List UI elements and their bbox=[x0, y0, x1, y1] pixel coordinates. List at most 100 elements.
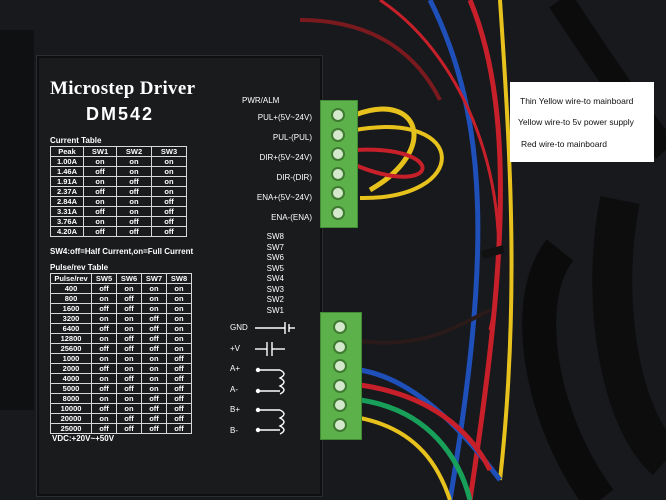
terminal-screw[interactable] bbox=[333, 320, 347, 334]
table-cell: on bbox=[91, 413, 117, 424]
table-cell: off bbox=[83, 166, 117, 177]
table-cell: on bbox=[116, 323, 142, 334]
table-cell: 4000 bbox=[50, 373, 92, 384]
table-cell: off bbox=[141, 423, 167, 434]
table-cell: off bbox=[116, 423, 142, 434]
table-cell: off bbox=[116, 303, 142, 314]
table-cell: off bbox=[141, 313, 167, 324]
table-cell: 400 bbox=[50, 283, 92, 294]
table-cell: on bbox=[116, 283, 142, 294]
annotation-line-2: Yellow wire-to 5v power supply bbox=[518, 117, 634, 127]
table-cell: 5000 bbox=[50, 383, 92, 394]
table-cell: 2.37A bbox=[50, 186, 84, 197]
table-cell: off bbox=[166, 403, 192, 414]
terminal-screw[interactable] bbox=[331, 147, 345, 161]
table-cell: on bbox=[141, 353, 167, 364]
table-cell: 3.76A bbox=[50, 216, 84, 227]
table-cell: on bbox=[91, 373, 117, 384]
sw4-note: SW4:off=Half Current,on=Full Current bbox=[50, 247, 194, 256]
terminal-screw[interactable] bbox=[333, 417, 347, 432]
blue-wire bbox=[427, 0, 481, 500]
terminal-screw[interactable] bbox=[331, 205, 345, 220]
table-cell: on bbox=[166, 333, 192, 344]
table-cell: 1.00A bbox=[50, 156, 84, 167]
port-label: A+ bbox=[230, 364, 241, 373]
port-label: GND bbox=[230, 323, 248, 332]
annotation-line-1: Thin Yellow wire-to mainboard bbox=[520, 96, 634, 106]
table-cell: on bbox=[141, 373, 167, 384]
table-cell: off bbox=[141, 323, 167, 334]
table-cell: 6400 bbox=[50, 323, 92, 334]
port-label: PUL-(PUL) bbox=[272, 133, 312, 142]
red-wire bbox=[354, 147, 425, 179]
table-cell: off bbox=[166, 413, 192, 424]
port-label: A- bbox=[230, 384, 238, 394]
table-cell: on bbox=[166, 323, 192, 334]
table-cell: on bbox=[166, 283, 192, 294]
table-cell: 12800 bbox=[50, 333, 92, 344]
table-cell: on bbox=[83, 156, 117, 167]
port-symbols bbox=[255, 322, 295, 435]
terminal-screw[interactable] bbox=[331, 108, 345, 122]
table-cell: on bbox=[116, 403, 142, 414]
table-cell: off bbox=[91, 343, 117, 354]
table-cell: off bbox=[83, 206, 117, 217]
switch-label: SW8 bbox=[266, 232, 284, 241]
table-cell: off bbox=[116, 176, 152, 187]
table-header: SW6 bbox=[116, 273, 142, 284]
table-cell: off bbox=[116, 226, 152, 237]
table-cell: 1.91A bbox=[50, 176, 84, 187]
port-label: +V bbox=[230, 343, 241, 353]
table-cell: 20000 bbox=[50, 413, 92, 424]
table-cell: on bbox=[166, 293, 192, 304]
terminal-screw[interactable] bbox=[333, 359, 347, 373]
table-cell: off bbox=[151, 196, 187, 207]
table-cell: on bbox=[116, 363, 142, 374]
table-cell: 1600 bbox=[50, 303, 92, 314]
table-cell: 1.46A bbox=[50, 166, 84, 177]
table-cell: off bbox=[116, 293, 142, 304]
port-label: B+ bbox=[230, 405, 241, 414]
table-cell: on bbox=[91, 333, 117, 344]
driver-model: DM542 bbox=[86, 104, 155, 124]
table-cell: off bbox=[91, 323, 117, 334]
table-cell: on bbox=[116, 313, 142, 324]
table-cell: off bbox=[116, 413, 142, 424]
switch-label: SW7 bbox=[266, 242, 284, 252]
table-cell: off bbox=[141, 413, 167, 424]
terminal-screw[interactable] bbox=[333, 378, 347, 393]
table-cell: 800 bbox=[50, 293, 92, 304]
terminal-screw[interactable] bbox=[331, 166, 345, 181]
table-cell: 10000 bbox=[50, 403, 92, 414]
table-cell: off bbox=[141, 333, 167, 344]
port-label: ENA-(ENA) bbox=[271, 213, 312, 222]
table-cell: off bbox=[91, 363, 117, 374]
annotation-line-3: Red wire-to mainboard bbox=[521, 139, 607, 149]
terminal-screw[interactable] bbox=[331, 127, 345, 142]
table-cell: on bbox=[166, 343, 192, 354]
table-cell: 4.20A bbox=[50, 226, 84, 237]
table-cell: on bbox=[151, 186, 187, 197]
table-cell: off bbox=[141, 393, 167, 404]
table-cell: on bbox=[116, 156, 152, 167]
annotation-box: Thin Yellow wire-to mainboard Yellow wir… bbox=[510, 82, 654, 162]
table-header: SW1 bbox=[83, 146, 117, 157]
table-cell: off bbox=[91, 423, 117, 434]
table-cell: off bbox=[116, 333, 142, 344]
port-label: B- bbox=[230, 425, 238, 435]
table-cell: off bbox=[91, 303, 117, 314]
terminal-screw[interactable] bbox=[333, 398, 347, 412]
terminal-screw[interactable] bbox=[333, 339, 347, 354]
table-cell: on bbox=[141, 293, 167, 304]
table-cell: on bbox=[83, 216, 117, 227]
terminal-screw[interactable] bbox=[331, 186, 345, 200]
